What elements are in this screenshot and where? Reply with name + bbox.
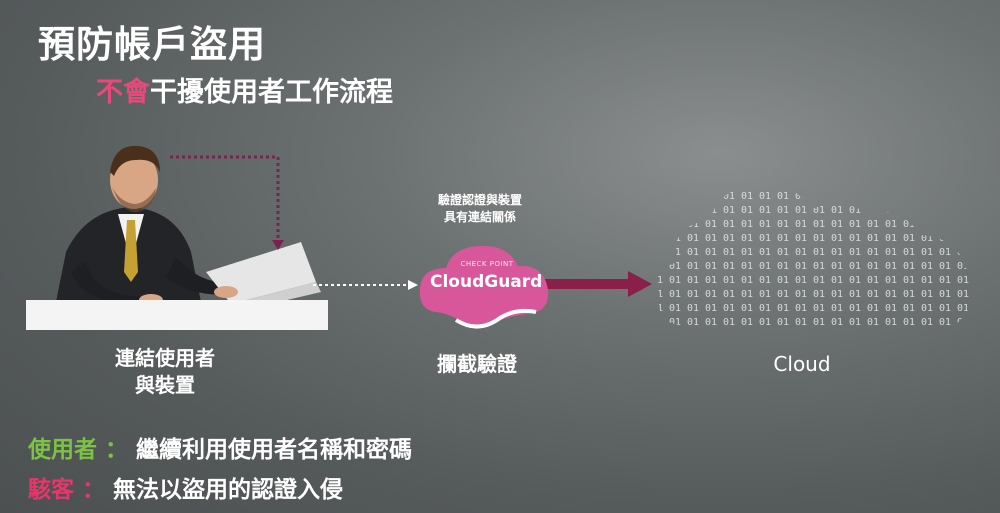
cloudguard-brand: CloudGuard [430,272,543,292]
user-label-line1: 連結使用者 [115,346,215,370]
verify-note: 驗證認證與裝置 具有連結關係 [400,192,560,226]
dotted-loop-arrowhead [272,240,284,250]
data-cloud-image: 01 [657,185,972,326]
subtitle-highlight: 不會 [96,77,150,108]
user-statement-label: 使用者 [28,437,97,463]
solid-arrowhead [628,271,652,297]
verify-note-line2: 具有連結關係 [443,210,516,224]
user-statement-colon: ： [105,437,128,463]
hacker-statement-label: 駭客 [28,477,74,503]
hacker-statement: 駭客 ： 無法以盜用的認證入侵 [28,470,343,504]
solid-arrow-shaft [540,279,630,289]
user-device-label: 連結使用者 與裝置 [100,345,230,399]
dotted-loop-line [170,155,280,240]
hacker-statement-text: 無法以盜用的認證入侵 [113,477,343,503]
subtitle-rest: 干擾使用者工作流程 [150,77,393,108]
user-statement: 使用者 ： 繼續利用使用者名稱和密碼 [28,430,412,464]
hacker-statement-colon: ： [82,477,105,503]
desk [26,300,328,330]
user-statement-text: 繼續利用使用者名稱和密碼 [136,437,412,463]
verify-note-line1: 驗證認證與裝置 [437,193,522,207]
cloud-label: Cloud [773,352,831,376]
cloudguard-small-brand: CHECK POINT [460,260,514,268]
user-at-laptop-image [56,145,321,312]
dotted-arrowhead [408,280,418,290]
cloudguard-logo [419,245,549,329]
intercept-label: 攔截驗證 [437,352,517,376]
page-subtitle: 不會干擾使用者工作流程 [96,70,393,109]
user-label-line2: 與裝置 [135,373,195,397]
page-title: 預防帳戶盜用 [38,23,266,66]
